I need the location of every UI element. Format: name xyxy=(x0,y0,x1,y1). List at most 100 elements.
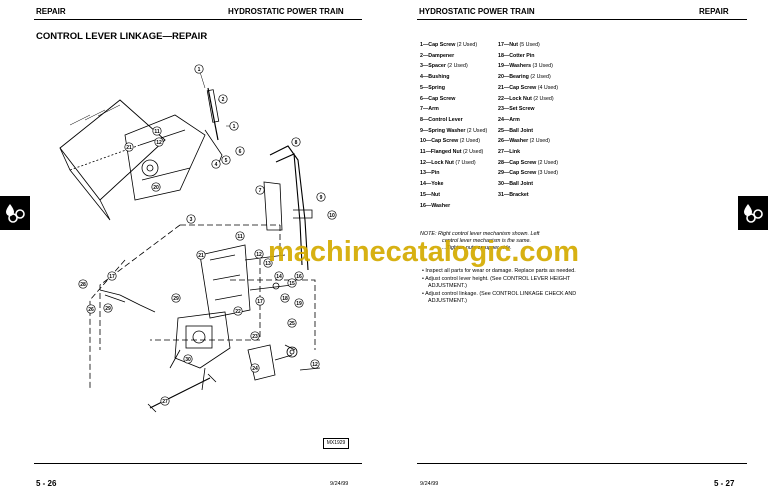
note-line-1: NOTE: Right control lever mechanism show… xyxy=(420,231,540,237)
svg-text:9: 9 xyxy=(320,195,323,201)
svg-text:27: 27 xyxy=(162,399,168,405)
legend-item-label: 15—Nut xyxy=(420,191,441,198)
svg-text:12: 12 xyxy=(312,362,318,368)
legend-item-count: (2 Used) xyxy=(461,149,484,156)
legend-item-label: 13—Pin xyxy=(420,170,440,177)
legend-item: 14—Yoke xyxy=(420,179,487,190)
legend-item-label: 21—Cap Screw xyxy=(498,84,537,91)
svg-text:10: 10 xyxy=(329,213,335,219)
legend-item-count: (2 Used) xyxy=(465,127,488,134)
callout-5: 5 xyxy=(221,155,231,165)
legend-item: 22—Lock Nut (2 Used) xyxy=(498,94,558,105)
legend-item: 10—Cap Screw (2 Used) xyxy=(420,136,487,147)
legend-item-label: 6—Cap Screw xyxy=(420,95,456,102)
legend-item: 3—Spacer (2 Used) xyxy=(420,61,487,72)
legend-item-label: 24—Arm xyxy=(498,116,520,123)
callout-12a: 12 xyxy=(154,137,164,147)
callout-27: 27 xyxy=(160,396,170,406)
svg-text:22: 22 xyxy=(235,309,241,315)
right-header-repair: REPAIR xyxy=(699,7,729,16)
svg-text:17: 17 xyxy=(109,274,115,280)
svg-text:12: 12 xyxy=(256,252,262,258)
callout-17a: 17 xyxy=(107,271,117,281)
exploded-parts-diagram: 1 2 1 3 4 5 6 7 8 9 10 11 11 12 12 12 13… xyxy=(59,64,337,413)
svg-text:21: 21 xyxy=(126,145,132,151)
svg-text:2: 2 xyxy=(222,97,225,103)
legend-item-label: 17—Nut xyxy=(498,42,519,48)
legend-item-label: 12—Lock Nut xyxy=(420,159,454,166)
svg-text:25: 25 xyxy=(289,321,295,327)
callout-9: 9 xyxy=(316,192,326,202)
legend-item-label: 11—Flanged Nut xyxy=(420,149,462,156)
callout-6: 6 xyxy=(235,146,245,156)
svg-text:29: 29 xyxy=(105,306,111,312)
legend-item: 21—Cap Screw (4 Used) xyxy=(498,83,558,94)
note-line-3: ...Tighten nuts on upper side. xyxy=(442,245,512,251)
legend-item: 29—Cap Screw (3 Used) xyxy=(498,168,558,179)
left-side-tab xyxy=(0,196,30,230)
legend-item-label: 19—Washers xyxy=(498,63,532,70)
callout-12c: 12 xyxy=(310,359,320,369)
hydraulic-gears-icon xyxy=(6,204,25,223)
footer-divider xyxy=(34,463,362,464)
callout-17b: 17 xyxy=(255,296,265,306)
legend-item-label: 25—Ball Joint xyxy=(498,127,534,134)
legend-item-label: 28—Cap Screw xyxy=(498,159,537,166)
legend-item-label: 10—Cap Screw xyxy=(420,138,459,145)
callout-16: 16 xyxy=(294,271,304,281)
legend-item-label: 26—Washer xyxy=(498,138,529,145)
legend-item-count: (3 Used) xyxy=(531,63,553,70)
legend-item-count: (2 Used) xyxy=(531,95,554,102)
legend-item-label: 7—Arm xyxy=(420,106,439,113)
instruction-item: • Adjust control linkage. (See CONTROL L… xyxy=(422,291,577,304)
legend-item-count: (7 Used) xyxy=(453,159,476,166)
legend-item-count: (2 Used) xyxy=(536,159,559,166)
legend-item-label: 1—Cap Screw xyxy=(420,42,456,48)
legend-item: 17—Nut (5 Used) xyxy=(498,40,558,51)
legend-item: 5—Spring xyxy=(420,83,487,94)
legend-item: 11—Flanged Nut (2 Used) xyxy=(420,147,487,158)
callout-22: 22 xyxy=(233,306,243,316)
svg-text:13: 13 xyxy=(265,261,271,267)
legend-item-label: 16—Washer xyxy=(420,202,451,209)
legend-item: 25—Ball Joint xyxy=(498,126,558,137)
legend-item-label: 20—Bearing xyxy=(498,74,529,81)
legend-item-label: 3—Spacer xyxy=(420,63,446,70)
legend-item-label: 31—Bracket xyxy=(498,191,529,198)
svg-text:8: 8 xyxy=(295,140,298,146)
right-page-number: 5 - 27 xyxy=(714,479,735,488)
svg-text:1: 1 xyxy=(198,67,201,73)
legend-item: 15—Nut xyxy=(420,190,487,201)
watermark: machinecatalogic.com xyxy=(268,236,580,268)
legend-item: 2—Dampener xyxy=(420,51,487,62)
legend-item-label: 22—Lock Nut xyxy=(498,95,532,102)
legend-item: 28—Cap Screw (2 Used) xyxy=(498,158,558,169)
legend-item: 6—Cap Screw xyxy=(420,94,487,105)
legend-item: 26—Washer (2 Used) xyxy=(498,136,558,147)
footer-divider xyxy=(417,463,747,464)
callout-2: 2 xyxy=(218,94,228,104)
svg-text:17: 17 xyxy=(257,299,263,305)
note-line-2: control lever mechanism is the same. xyxy=(442,238,531,244)
callout-4: 4 xyxy=(211,159,221,169)
callout-13: 13 xyxy=(263,258,273,268)
legend-item: 30—Ball Joint xyxy=(498,179,558,190)
callout-1b: 1 xyxy=(226,121,239,131)
legend-item-label: 29—Cap Screw xyxy=(498,170,537,177)
svg-text:14: 14 xyxy=(276,274,282,280)
legend-item-label: 27—Link xyxy=(498,149,521,156)
note-text: NOTE: Right control lever mechanism show… xyxy=(420,231,590,252)
left-header-section: HYDROSTATIC POWER TRAIN xyxy=(228,7,344,16)
svg-text:29: 29 xyxy=(173,296,179,302)
svg-text:6: 6 xyxy=(239,149,242,155)
legend-item: 20—Bearing (2 Used) xyxy=(498,72,558,83)
left-date: 9/24/99 xyxy=(330,481,349,487)
callout-18: 18 xyxy=(280,293,290,303)
legend-item-label: 23—Set Screw xyxy=(498,106,535,113)
legend-item: 13—Pin xyxy=(420,168,487,179)
svg-text:3: 3 xyxy=(190,217,193,223)
callout-21b: 21 xyxy=(196,250,206,260)
header-divider xyxy=(34,19,362,20)
callout-29b: 29 xyxy=(171,293,181,303)
legend-item-count: (4 Used) xyxy=(536,84,559,91)
